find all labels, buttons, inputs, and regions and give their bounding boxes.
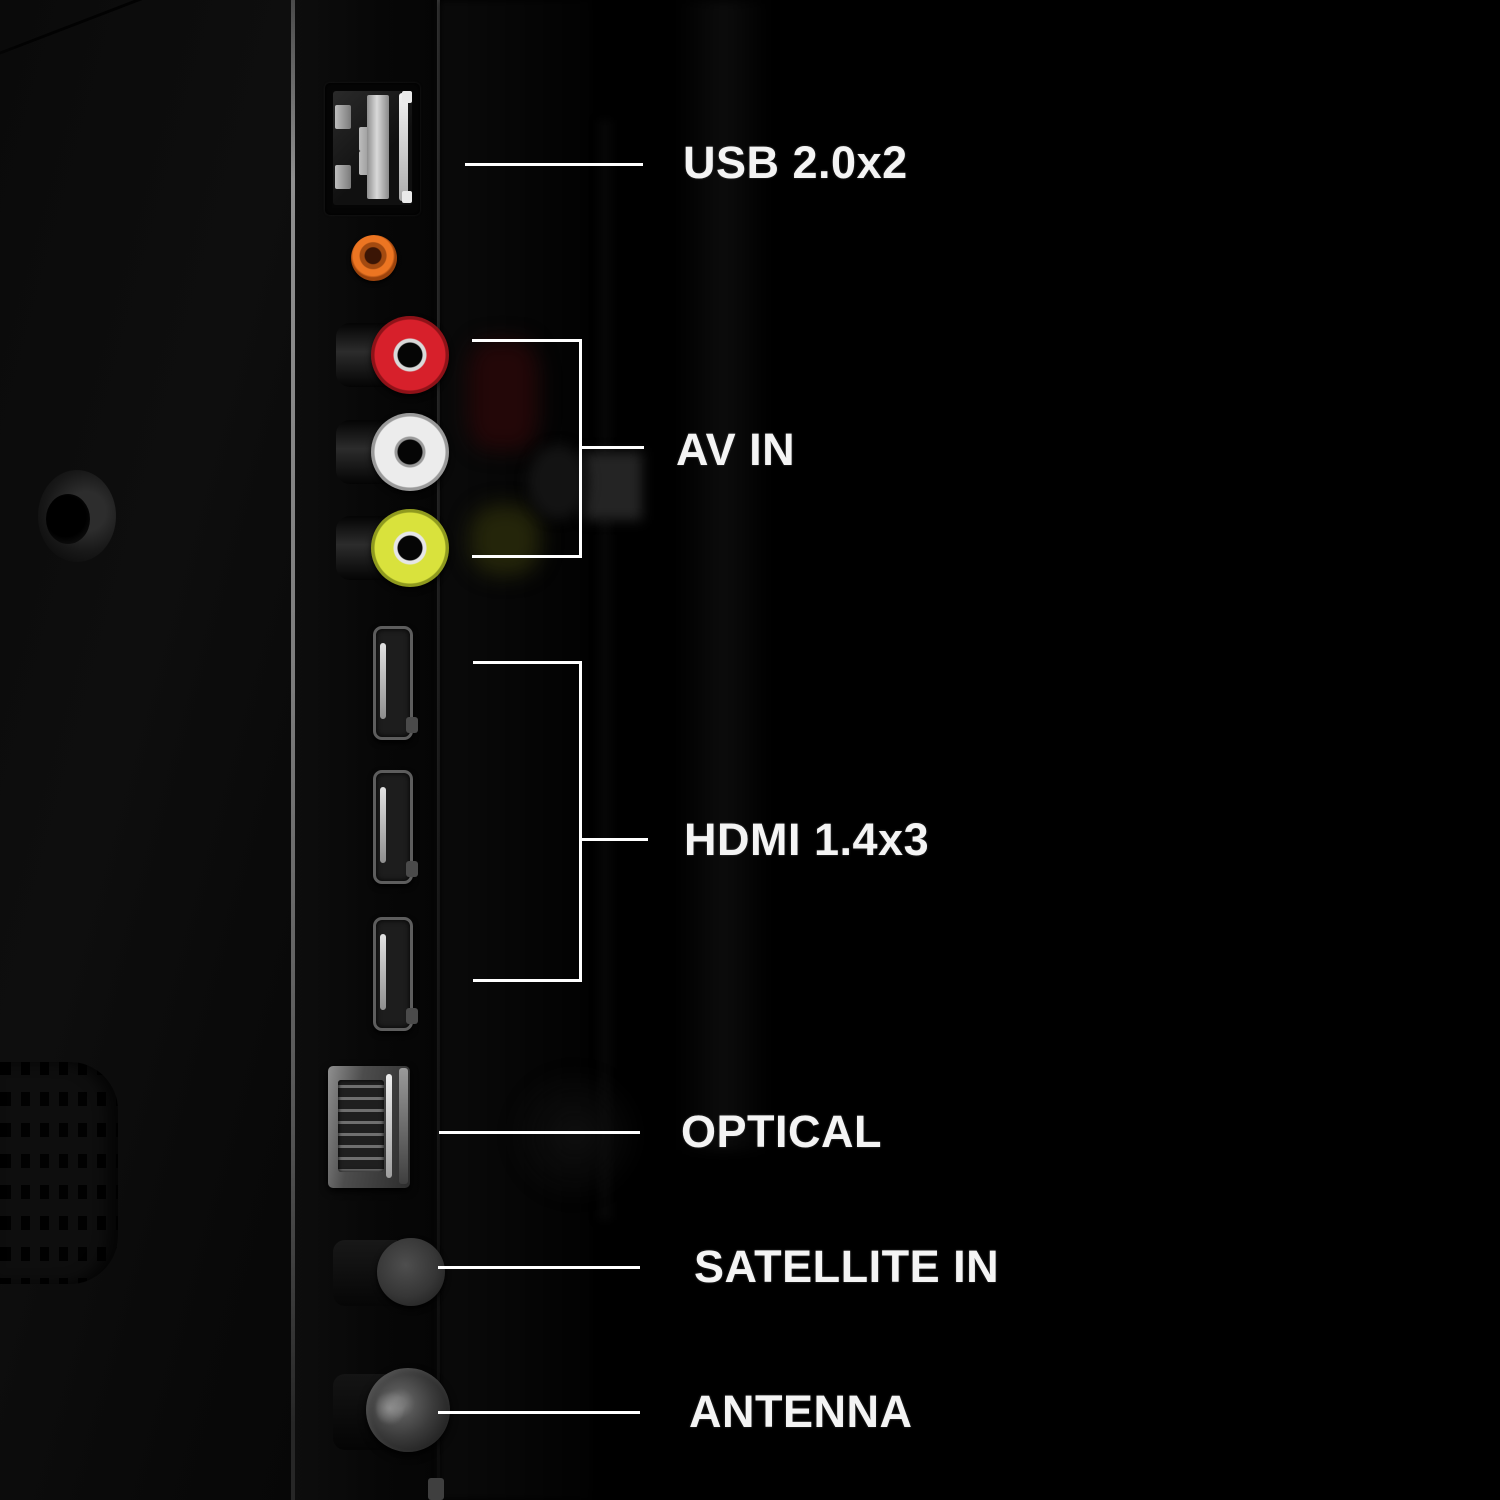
- hdmi-label: HDMI 1.4x3: [684, 814, 930, 865]
- satellite-connector-icon: [377, 1238, 445, 1306]
- hdmi-contacts: [380, 643, 386, 719]
- hdmi-callout-stem: [582, 838, 648, 841]
- rca-yellow-reflection: [470, 505, 540, 575]
- usb-corner: [402, 91, 412, 103]
- usb-tongue: [367, 95, 389, 199]
- optical-shadow-blur: [505, 1065, 645, 1205]
- usb-contact: [335, 105, 351, 129]
- usb-callout-line: [465, 163, 643, 166]
- usb-contact: [335, 165, 351, 189]
- optical-cavity: [338, 1080, 384, 1172]
- blurred-connector-reflection: [584, 452, 642, 520]
- reflection-band: [598, 120, 612, 1220]
- panel-seam-edge: [291, 0, 295, 1500]
- av-in-label: AV IN: [676, 424, 796, 475]
- screw-boss-hole: [46, 494, 90, 544]
- antenna-callout-line: [438, 1411, 640, 1414]
- reflection-band: [440, 0, 590, 1500]
- hdmi-notch: [406, 717, 418, 733]
- av-in-callout-stem: [582, 446, 644, 449]
- rca-face-yellow: [371, 509, 449, 587]
- usb-label: USB 2.0x2: [683, 137, 908, 188]
- rca-red-reflection: [468, 340, 538, 450]
- optical-rail: [399, 1068, 408, 1184]
- blurred-barrel-reflection: [528, 445, 588, 519]
- rca-face-white: [371, 413, 449, 491]
- usb-port-icon: [325, 83, 420, 215]
- satellite-callout-line: [438, 1266, 640, 1269]
- antenna-side-tab: [428, 1478, 444, 1500]
- antenna-label: ANTENNA: [689, 1386, 913, 1437]
- audio-jack-orange-icon: [351, 235, 397, 281]
- hdmi-bracket: [473, 661, 582, 982]
- reflection-band: [676, 0, 771, 1150]
- hdmi-notch: [406, 1008, 418, 1024]
- antenna-pin-highlight: [376, 1390, 404, 1426]
- av-in-bracket: [472, 339, 582, 558]
- hdmi-port-1-icon: [373, 626, 418, 740]
- hdmi-notch: [406, 861, 418, 877]
- optical-label: OPTICAL: [681, 1106, 882, 1157]
- background-right: [440, 0, 1500, 1500]
- optical-strip: [386, 1074, 392, 1178]
- bay-edge-line: [437, 0, 440, 1500]
- optical-callout-line: [439, 1131, 640, 1134]
- speaker-grille: [0, 1062, 118, 1284]
- hdmi-port-2-icon: [373, 770, 418, 884]
- usb-corner: [402, 191, 412, 203]
- satellite-label: SATELLITE IN: [694, 1241, 1000, 1292]
- rca-face-red: [371, 316, 449, 394]
- hdmi-port-3-icon: [373, 917, 418, 1031]
- usb-frame: [333, 91, 412, 205]
- usb-rail: [399, 93, 408, 201]
- optical-port-icon: [328, 1066, 410, 1188]
- hdmi-contacts: [380, 934, 386, 1010]
- hdmi-contacts: [380, 787, 386, 863]
